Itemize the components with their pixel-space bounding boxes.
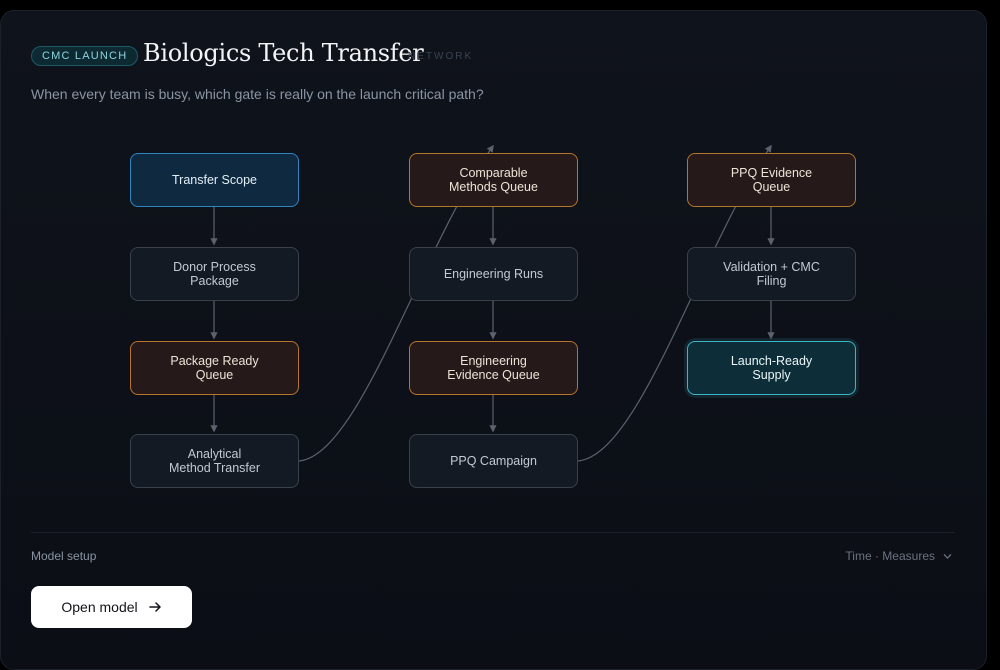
open-model-button[interactable]: Open model	[31, 586, 192, 628]
type-tag: NETWORK	[408, 51, 474, 62]
node-transfer-scope[interactable]: Transfer Scope	[130, 153, 299, 207]
node-launch-ready-supply[interactable]: Launch-Ready Supply	[687, 341, 856, 395]
node-donor-process-package[interactable]: Donor Process Package	[130, 247, 299, 301]
footer-divider	[31, 532, 955, 533]
node-package-ready-queue[interactable]: Package Ready Queue	[130, 341, 299, 395]
node-analytical-method-transfer[interactable]: Analytical Method Transfer	[130, 434, 299, 488]
node-comparable-methods-queue[interactable]: Comparable Methods Queue	[409, 153, 578, 207]
node-ppq-evidence-queue[interactable]: PPQ Evidence Queue	[687, 153, 856, 207]
chevron-down-icon	[943, 553, 952, 559]
node-ppq-campaign[interactable]: PPQ Campaign	[409, 434, 578, 488]
model-card	[0, 10, 987, 670]
open-model-label: Open model	[61, 599, 138, 615]
node-validation-cmc-filing[interactable]: Validation + CMC Filing	[687, 247, 856, 301]
arrow-right-icon	[148, 602, 161, 612]
model-setup-label: Model setup	[31, 549, 97, 563]
category-badge: CMC LAUNCH	[31, 46, 139, 66]
measures-dropdown[interactable]: Time · Measures	[845, 549, 952, 563]
measures-label: Time · Measures	[845, 549, 935, 563]
node-engineering-runs[interactable]: Engineering Runs	[409, 247, 578, 301]
node-engineering-evidence-queue[interactable]: Engineering Evidence Queue	[409, 341, 578, 395]
page-subtitle: When every team is busy, which gate is r…	[31, 86, 484, 102]
page-title: Biologics Tech Transfer	[143, 39, 424, 67]
